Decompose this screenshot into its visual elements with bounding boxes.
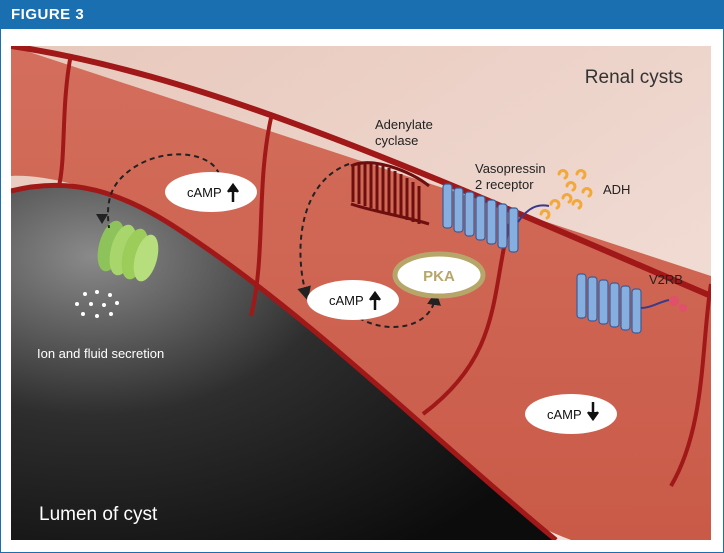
adenylate-cyclase-label-2: cyclase [375, 133, 418, 148]
camp-bubble-left: cAMP [165, 172, 257, 212]
camp-bubble-mid: cAMP [307, 280, 399, 320]
adh-label: ADH [603, 182, 630, 197]
basolateral-membrane [11, 182, 558, 540]
signal-arrow-left [107, 153, 220, 229]
arrowhead-left [96, 214, 108, 224]
lumen-label: Lumen of cyst [39, 504, 158, 525]
camp-label: cAMP [547, 407, 582, 422]
pka-label: PKA [423, 268, 455, 285]
v2rb-receptor [576, 273, 687, 334]
cell-border-1 [57, 53, 73, 187]
camp-label: cAMP [187, 185, 222, 200]
cell-border-2 [249, 117, 273, 317]
arrow-up-icon [226, 182, 240, 202]
secretion-label: Ion and fluid secretion [37, 346, 164, 361]
v2rb-label: V2RB [649, 272, 683, 287]
pka-node: PKA [392, 251, 486, 299]
renal-cysts-label: Renal cysts [585, 67, 683, 88]
signal-arrow-pka [358, 291, 441, 329]
vasopressin-label-1: Vasopressin [475, 161, 546, 176]
cell-border-4 [669, 283, 711, 488]
arrow-up-icon [368, 290, 382, 310]
adenylate-cyclase [350, 161, 430, 226]
figure-header: FIGURE 3 [1, 1, 723, 29]
adenylate-cyclase-label-1: Adenylate [375, 117, 433, 132]
vasopressin-label-2: 2 receptor [475, 177, 534, 192]
camp-label: cAMP [329, 293, 364, 308]
camp-bubble-right: cAMP [525, 394, 617, 434]
diagram-svg: cAMP cAMP cAMP PKA Renal cysts Adenylate [11, 46, 711, 540]
v2rb-ligand-icon [669, 296, 679, 306]
cell-border-3 [421, 223, 511, 416]
signal-arrow-cyclase [297, 163, 350, 301]
apical-membrane [11, 46, 711, 299]
adh-molecules-icon [539, 169, 593, 220]
vasopressin-2-receptor [442, 183, 550, 253]
figure-title: FIGURE 3 [11, 6, 85, 23]
arrow-down-icon [586, 402, 600, 422]
secretion-dots [75, 290, 119, 318]
ion-channel-icon [97, 220, 159, 282]
diagram-area: cAMP cAMP cAMP PKA Renal cysts Adenylate [11, 46, 711, 540]
